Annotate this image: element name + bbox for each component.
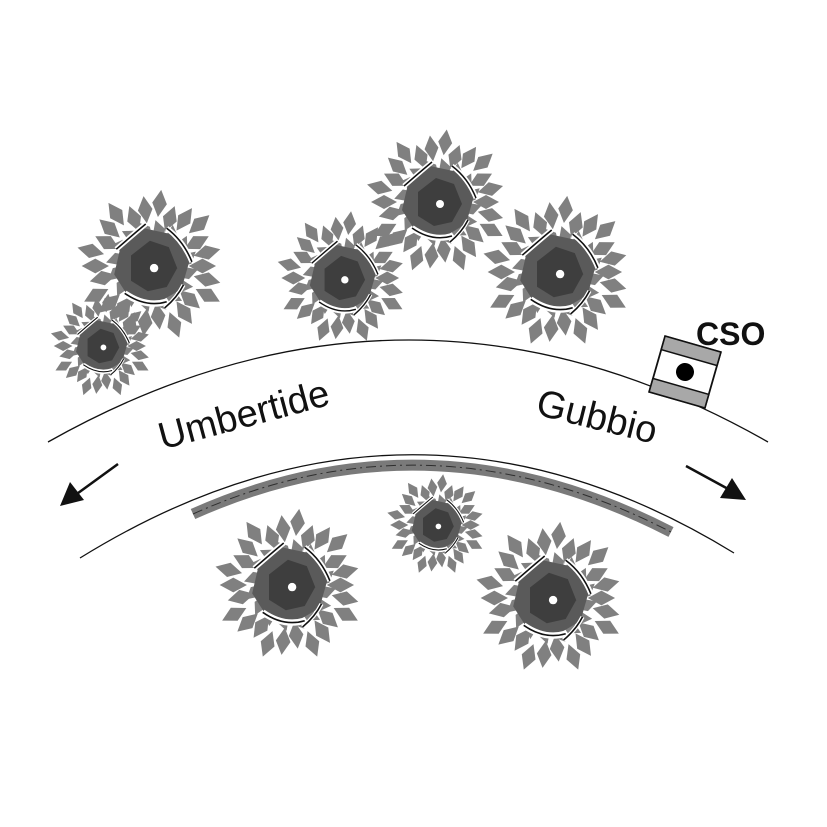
station-label: CSO xyxy=(696,316,765,352)
arrow-right-icon xyxy=(685,464,746,500)
tree-icon xyxy=(365,129,505,273)
tree-icon xyxy=(386,474,484,575)
tree-icon xyxy=(482,195,629,346)
tree-icon xyxy=(214,508,361,659)
left-town-label: Umbertide xyxy=(154,372,334,458)
monitoring-station-icon xyxy=(648,335,722,409)
road-lower-edge xyxy=(79,454,735,559)
arrow-left-icon xyxy=(60,462,119,506)
tree-icon xyxy=(50,293,151,397)
pipeline xyxy=(190,459,674,537)
tree-icon xyxy=(475,521,622,672)
right-town-label: Gubbio xyxy=(532,382,661,452)
